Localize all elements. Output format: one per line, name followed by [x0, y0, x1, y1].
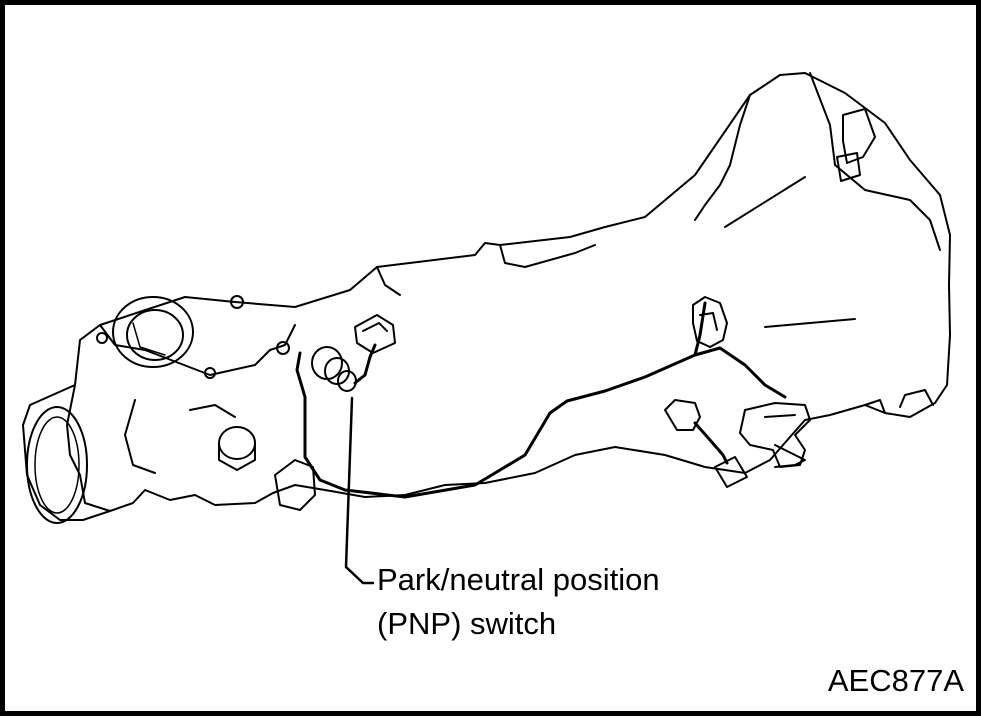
rear-extension-end — [26, 406, 88, 524]
wiring-harness — [295, 346, 787, 499]
transmission-illustration — [22, 72, 951, 585]
rear-mount-face — [99, 324, 296, 376]
pnp-switch-label-line2: (PNP) switch — [377, 606, 557, 641]
figure-code: AEC877A — [827, 663, 964, 698]
bolt-hole — [230, 295, 244, 309]
transmission-case-outline — [66, 72, 951, 512]
bell-housing-slot-upper — [842, 108, 876, 164]
output-opening-shade — [132, 322, 166, 356]
body-rib-b — [376, 266, 401, 296]
bolt-hole — [96, 332, 108, 344]
rear-boss-base — [218, 442, 256, 471]
pnp-switch-label-line1: Park/neutral position — [377, 562, 660, 597]
output-opening-outer — [112, 296, 194, 368]
lower-boss — [274, 459, 316, 511]
bell-housing-slot-lower — [836, 152, 861, 182]
control-lever — [739, 402, 811, 468]
speed-sensor-lead — [693, 421, 729, 465]
rear-extension — [22, 384, 111, 521]
lower-flange — [864, 389, 934, 414]
sensor-bracket-face — [699, 312, 718, 331]
pnp-switch-tip — [337, 370, 357, 392]
speed-sensor-plug — [714, 456, 748, 488]
rear-detail — [124, 399, 156, 474]
pnp-switch-label: Park/neutral position (PNP) switch — [377, 558, 660, 646]
sensor-bracket — [692, 296, 728, 348]
wiring-harness-branch — [693, 301, 707, 357]
bell-housing-seam — [809, 72, 941, 251]
bell-housing-line-b — [764, 318, 856, 328]
body-rib-a — [499, 244, 596, 268]
output-opening-inner — [126, 309, 184, 361]
bolt-hole — [276, 341, 290, 355]
bell-housing-line-a — [724, 176, 806, 228]
pnp-switch — [311, 314, 396, 392]
pnp-connector-face — [362, 322, 388, 332]
bolt-hole — [204, 367, 216, 379]
callout-leader-line — [344, 396, 375, 585]
rear-detail-b — [189, 404, 236, 418]
pnp-connector — [354, 314, 396, 354]
rear-extension-end-inner — [34, 416, 80, 514]
rear-boss — [218, 426, 256, 460]
pnp-switch-wire — [353, 343, 377, 385]
speed-sensor — [664, 399, 701, 431]
bell-housing-edge — [694, 94, 751, 221]
control-lever-detail — [764, 414, 796, 418]
